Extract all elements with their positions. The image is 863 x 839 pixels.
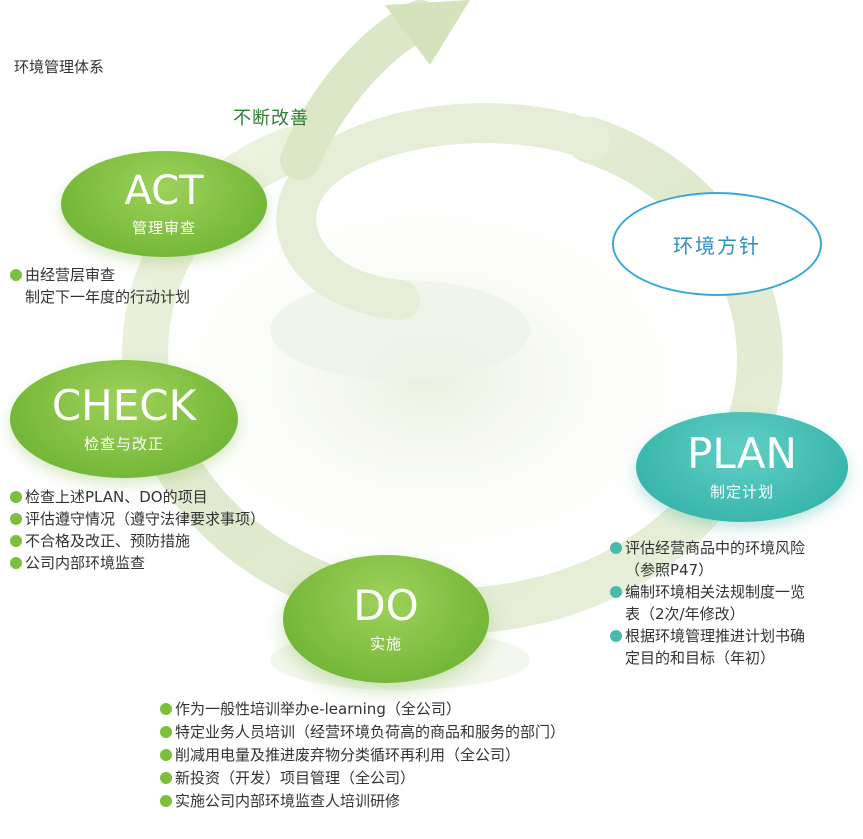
plan-item-line: 根据环境管理推进计划书确 <box>625 627 806 645</box>
plan-item-line: 表（2次/年修改） <box>625 605 745 623</box>
environmental-policy-oval: 环境方针 <box>612 192 822 296</box>
list-item: 检查上述PLAN、DO的项目 <box>10 486 265 508</box>
do-name: 实施 <box>369 634 402 653</box>
list-item: 编制环境相关法规制度一览 表（2次/年修改） <box>610 581 805 625</box>
act-name: 管理审查 <box>131 218 196 237</box>
continuous-improvement-label: 不断改善 <box>233 108 309 129</box>
page-title: 环境管理体系 <box>14 58 105 76</box>
plan-code: PLAN <box>687 428 797 478</box>
check-item-list: 检查上述PLAN、DO的项目 评估遵守情况（遵守法律要求事项） 不合格及改正、预… <box>10 486 265 574</box>
act-item-line: 由经营层审查 <box>25 266 116 284</box>
list-item: 评估遵守情况（遵守法律要求事项） <box>10 508 265 530</box>
check-code: CHECK <box>51 380 197 430</box>
check-stage: CHECK 检查与改正 <box>10 360 238 478</box>
list-item: 新投资（开发）项目管理（全公司） <box>160 767 565 790</box>
inner-cycle-ring <box>276 103 610 320</box>
plan-item-line: 评估经营商品中的环境风险 <box>625 539 806 557</box>
do-code: DO <box>353 580 419 630</box>
inner-shadow <box>270 280 530 380</box>
list-item: 削减用电量及推进废弃物分类循环再利用（全公司） <box>160 744 565 767</box>
list-item: 作为一般性培训举办e-learning（全公司） <box>160 698 565 721</box>
plan-item-line: （参照P47） <box>625 561 714 579</box>
plan-stage: PLAN 制定计划 <box>636 412 848 522</box>
background-glow <box>110 160 750 600</box>
list-item: 评估经营商品中的环境风险 （参照P47） <box>610 537 805 581</box>
plan-item-line: 定目的和目标（年初） <box>625 649 776 667</box>
act-stage: ACT 管理审查 <box>61 151 267 257</box>
act-item-list: 由经营层审查 制定下一年度的行动计划 <box>10 264 190 308</box>
list-item: 由经营层审查 制定下一年度的行动计划 <box>10 264 190 308</box>
act-item-line: 制定下一年度的行动计划 <box>25 288 191 306</box>
act-code: ACT <box>124 167 204 214</box>
do-item-list: 作为一般性培训举办e-learning（全公司） 特定业务人员培训（经营环境负荷… <box>160 698 565 813</box>
list-item: 不合格及改正、预防措施 <box>10 530 265 552</box>
check-name: 检查与改正 <box>83 434 164 453</box>
list-item: 特定业务人员培训（经营环境负荷高的商品和服务的部门） <box>160 721 565 744</box>
plan-item-list: 评估经营商品中的环境风险 （参照P47） 编制环境相关法规制度一览 表（2次/年… <box>610 537 805 669</box>
arrow-head <box>385 0 470 65</box>
list-item: 实施公司内部环境监查人培训研修 <box>160 790 565 813</box>
list-item: 公司内部环境监查 <box>10 552 265 574</box>
do-stage: DO 实施 <box>283 555 489 683</box>
list-item: 根据环境管理推进计划书确 定目的和目标（年初） <box>610 625 805 669</box>
plan-name: 制定计划 <box>709 482 774 501</box>
plan-item-line: 编制环境相关法规制度一览 <box>625 583 806 601</box>
environmental-policy-label: 环境方针 <box>673 233 761 258</box>
